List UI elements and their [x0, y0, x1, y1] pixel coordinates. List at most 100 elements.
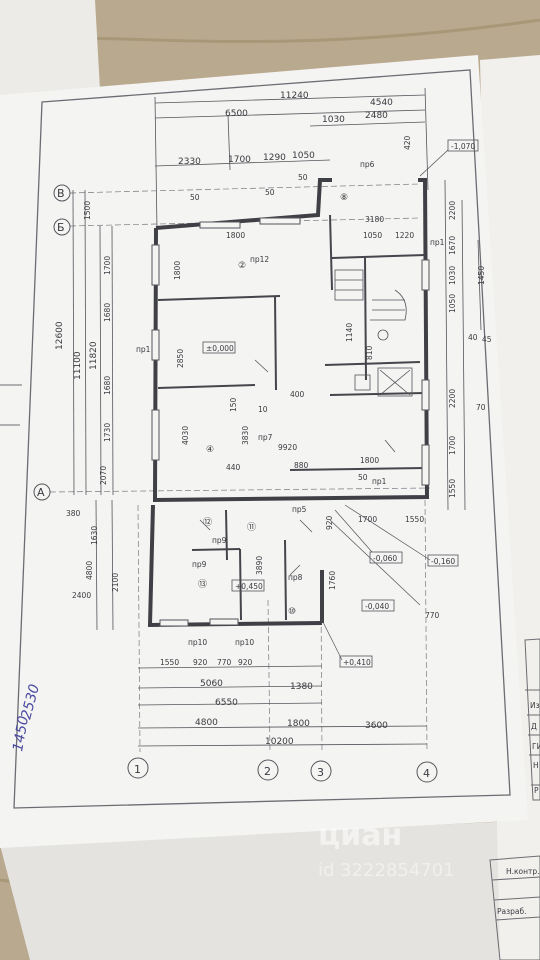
- dim-right-small: 70: [476, 403, 486, 412]
- dim-left-bottom: 380: [66, 509, 81, 518]
- drawing-frame: [13, 69, 511, 809]
- handwritten-note: 1450: [10, 715, 32, 753]
- dim-interior: 9920: [278, 443, 297, 452]
- dim-interior: 1800: [173, 261, 182, 280]
- axis-label-b: Б: [57, 221, 65, 234]
- dim-chain: 1700: [228, 155, 251, 165]
- dim-sub-a: 1030: [322, 115, 345, 125]
- dim-right-chain: 1550: [448, 479, 457, 498]
- dim-bottom-chain: 920: [238, 658, 253, 667]
- dim-interior: 920: [325, 515, 334, 530]
- dim-right-chain: 2200: [448, 389, 457, 408]
- interior-walls: [157, 214, 426, 621]
- dim-chain: 1290: [263, 153, 286, 163]
- room-number: ④: [206, 445, 214, 455]
- level-mark: +0,450: [235, 582, 263, 591]
- dim-left-bottom: 1630: [90, 526, 99, 545]
- stamp-cell: Р: [534, 786, 539, 795]
- level-mark: -1,070: [451, 142, 475, 151]
- dim-interior: 50: [190, 193, 200, 202]
- axis-label-a: А: [37, 486, 45, 499]
- dim-right-chain: 1450: [477, 266, 486, 285]
- axis-label-4: 4: [423, 767, 430, 780]
- windows: [151, 217, 430, 627]
- right-dimension-lines: [444, 179, 482, 511]
- dim-bottom: 1800: [287, 719, 310, 729]
- stamp-cell: Н: [533, 761, 539, 770]
- dim-interior: 1800: [360, 456, 379, 465]
- dim-right-chain: 1030: [448, 266, 457, 285]
- level-mark: ±0,000: [206, 344, 234, 353]
- dim-interior: 3180: [365, 215, 384, 224]
- dim-interior: 3830: [241, 426, 250, 445]
- axis-label-v: В: [57, 187, 65, 200]
- bottom-dimension-lines: [137, 665, 428, 747]
- opening-label: пр1: [136, 345, 151, 354]
- dim-bottom: 5060: [200, 679, 223, 689]
- dim-right-small: 45: [482, 335, 492, 344]
- dim-interior: 1550: [405, 515, 424, 524]
- stamp-cell: Из: [530, 701, 540, 710]
- axis-label-1: 1: [134, 763, 141, 776]
- dim-bottom: 3600: [365, 721, 388, 731]
- stamp-cell: Д: [531, 722, 537, 731]
- dim-right-span: 4540: [370, 98, 393, 108]
- room-number: ②: [238, 261, 246, 271]
- stamp-cell: Разраб.: [497, 907, 526, 916]
- opening-label: пр1: [372, 477, 387, 486]
- dim-interior: 50: [265, 188, 275, 197]
- dim-left-chain: 1700: [103, 256, 112, 275]
- dim-interior: 10: [258, 405, 268, 414]
- opening-label: пр5: [292, 505, 307, 514]
- dim-small: 420: [403, 135, 412, 150]
- sheet-under-top: [0, 0, 100, 100]
- dim-right-chain: 1050: [448, 294, 457, 313]
- dim-overall-width: 11240: [280, 91, 309, 101]
- opening-label: пр7: [258, 433, 273, 442]
- dim-interior: 3890: [255, 556, 264, 575]
- opening-label: пр8: [288, 573, 303, 582]
- stamp-cell: ГИ: [532, 742, 540, 751]
- dim-chain: 2330: [178, 157, 201, 167]
- dim-interior: 880: [294, 461, 309, 470]
- dim-bottom-chain: 1550: [160, 658, 179, 667]
- opening-label: пр6: [360, 160, 375, 169]
- dim-interior: 50: [358, 473, 368, 482]
- level-mark: +0,410: [343, 658, 371, 667]
- dim-interior: 1220: [395, 231, 414, 240]
- dim-interior: 4030: [181, 426, 190, 445]
- dim-left-total: 11100: [73, 351, 83, 380]
- dim-interior: 770: [425, 611, 440, 620]
- dim-interior: 2850: [176, 349, 185, 368]
- dim-left-bottom: 2400: [72, 591, 91, 600]
- level-boxes: [202, 341, 459, 668]
- dim-left-total: 11820: [89, 341, 99, 370]
- watermark-brand: циан: [318, 818, 402, 853]
- title-block: [524, 638, 540, 801]
- dim-interior: 1760: [328, 571, 337, 590]
- dim-interior: 440: [226, 463, 241, 472]
- room-number: ⑩: [288, 607, 296, 617]
- level-mark: -0,060: [373, 554, 397, 563]
- dim-bottom: 6550: [215, 698, 238, 708]
- dim-interior: 1050: [363, 231, 382, 240]
- opening-label: пр12: [250, 255, 269, 264]
- dim-left-chain: 1730: [103, 423, 112, 442]
- dim-bottom: 10200: [265, 737, 294, 747]
- dim-left-bottom: 4800: [85, 561, 94, 580]
- dim-left-chain: 1680: [103, 376, 112, 395]
- room-number: ⑪: [247, 522, 256, 533]
- opening-label: пр10: [188, 638, 207, 647]
- level-mark: -0,160: [431, 557, 455, 566]
- room-number: ⑧: [340, 193, 348, 203]
- room-number: ⑬: [198, 579, 207, 590]
- dim-bottom-chain: 770: [217, 658, 232, 667]
- dim-left-chain: 1680: [103, 303, 112, 322]
- leader-line: [419, 149, 449, 177]
- axis-label-3: 3: [317, 766, 324, 779]
- dim-left-chain: 1500: [83, 201, 92, 220]
- dim-interior: 1140: [345, 323, 354, 342]
- level-box: [447, 139, 479, 152]
- dim-right-chain: 2200: [448, 201, 457, 220]
- dim-bottom: 4800: [195, 718, 218, 728]
